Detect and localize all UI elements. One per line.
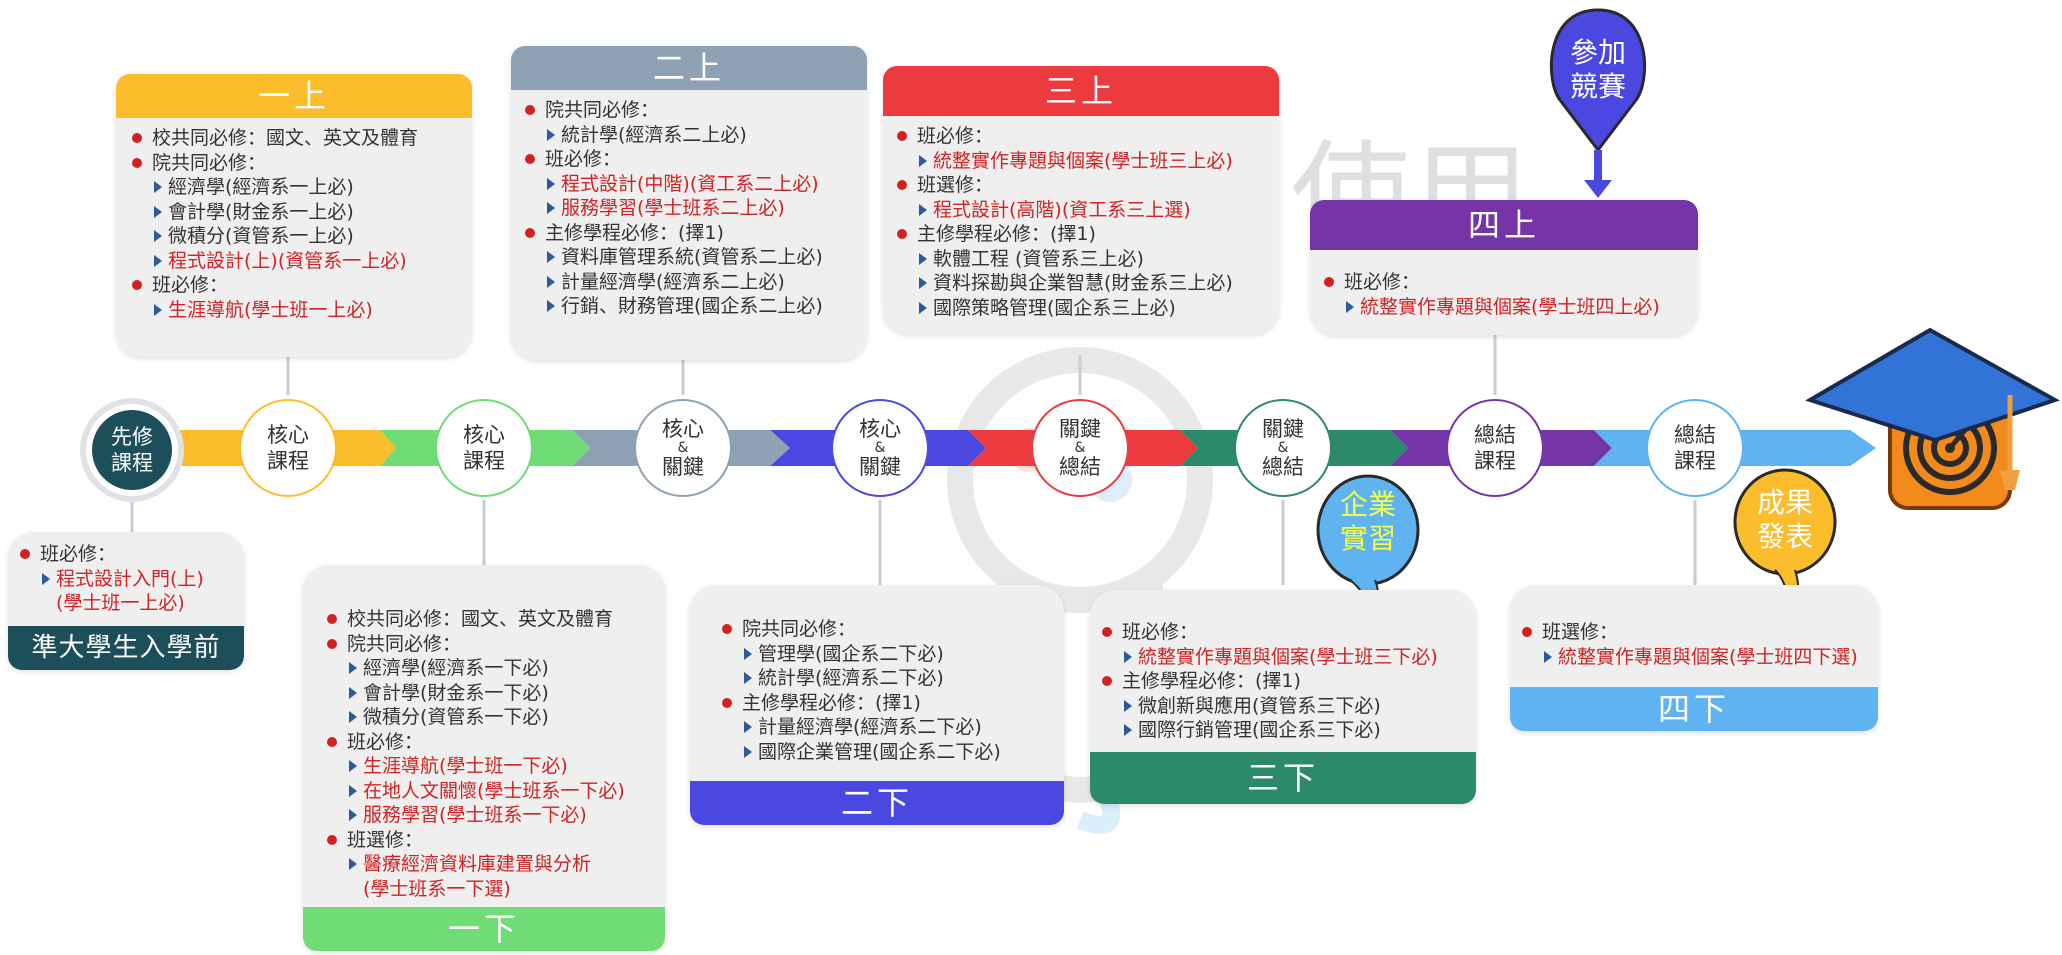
card-year2-second: 院共同必修： 管理學(國企系二下必) 統計學(經濟系二下必) 主修學程必修：(擇… [690,585,1064,825]
presentation-bubble-icon [1733,468,1837,641]
course-line: 班必修： [132,273,418,298]
card-title: 四下 [1510,687,1878,731]
course-line: 院共同必修： [525,98,823,123]
card-year4-second: 班選修： 統整實作專題與個案(學士班四下選) 四下 [1510,585,1878,731]
course-line: 資料庫管理系統(資管系二上必) [525,245,823,270]
course-line: (學士班一上必) [56,592,185,614]
course-line: 院共同必修： [722,617,1001,642]
card-lines: 班選修： 統整實作專題與個案(學士班四下選) [1522,620,1858,669]
course-line: 校共同必修：國文、英文及體育 [327,607,625,632]
node-prerequisite: 先修 課程 [111,425,153,475]
course-line: 管理學(國企系二下必) [722,642,1001,667]
course-line: 計量經濟學(經濟系二下必) [722,715,1001,740]
course-line: 服務學習(學士班系二上必) [525,196,823,221]
course-line: 統整實作專題與個案(學士班三上必) [897,149,1233,174]
card-pre-university: 班必修： 程式設計入門(上) (學士班一上必) 準大學生入學前 [8,532,244,670]
course-line: 計量經濟學(經濟系二上必) [525,270,823,295]
course-line: 會計學(財金系一下必) [327,681,625,706]
course-line: 班必修： [1102,620,1438,645]
card-year3-first: 三上 班必修： 統整實作專題與個案(學士班三上必) 班選修： 程式設計(高階)(… [883,66,1279,334]
card-year2-first: 二上 院共同必修： 統計學(經濟系二上必) 班必修： 程式設計(中階)(資工系二… [511,46,867,360]
presentation-label: 成果 發表 [1756,486,1813,553]
course-line: 班必修： [327,730,625,755]
node-7: 總結課程 [1448,401,1542,495]
course-line: 主修學程必修：(擇1) [722,691,1001,716]
course-line: 生涯導航(學士班一下必) [327,754,625,779]
course-line: 會計學(財金系一上必) [132,200,418,225]
card-title: 二上 [511,46,867,90]
course-line: 國際行銷管理(國企系三下必) [1102,718,1438,743]
course-line: 主修學程必修：(擇1) [1102,669,1438,694]
course-line: 程式設計入門(上) [20,567,204,592]
node-1: 核心課程 [241,401,335,495]
card-year1-second: 校共同必修：國文、英文及體育 院共同必修： 經濟學(經濟系一下必) 會計學(財金… [303,565,665,951]
internship-label: 企業 實習 [1339,488,1396,555]
course-line: 行銷、財務管理(國企系二上必) [525,294,823,319]
course-line: 班選修： [897,173,1233,198]
competition-label: 參加 競賽 [1569,36,1626,103]
course-line: 生涯導航(學士班一上必) [132,298,418,323]
graduation-cap-icon [1805,327,2060,490]
course-line: 班選修： [327,828,625,853]
node-3: 核心&關鍵 [636,401,730,495]
course-line: 班必修： [525,147,823,172]
node-6: 關鍵&總結 [1236,401,1330,495]
competition-pin-icon [1550,8,1646,198]
course-line: 校共同必修：國文、英文及體育 [132,126,418,151]
course-line: 服務學習(學士班系一下必) [327,803,625,828]
course-line: 微積分(資管系一上必) [132,224,418,249]
course-line: 院共同必修： [327,632,625,657]
course-line: 程式設計(上)(資管系一上必) [132,249,418,274]
card-title: 二下 [690,781,1064,825]
card-title: 一下 [303,907,665,951]
course-line: 班選修： [1522,620,1858,645]
card-year4-first: 四上 班必修： 統整實作專題與個案(學士班四上必) [1310,200,1698,335]
course-line: 主修學程必修：(擇1) [525,221,823,246]
card-title: 三上 [883,66,1279,116]
node-5: 關鍵&總結 [1033,401,1127,495]
course-line: 國際策略管理(國企系三上必) [897,296,1233,321]
course-line: 統整實作專題與個案(學士班四下選) [1522,645,1858,670]
card-title: 四上 [1310,200,1698,250]
node-8: 總結課程 [1648,401,1742,495]
card-year3-second: 班必修： 統整實作專題與個案(學士班三下必) 主修學程必修：(擇1) 微創新與應… [1090,590,1476,804]
course-line: 經濟學(經濟系一上必) [132,175,418,200]
course-line: 統計學(經濟系二下必) [722,666,1001,691]
course-line: 經濟學(經濟系一下必) [327,656,625,681]
card-lines: 校共同必修：國文、英文及體育 院共同必修： 經濟學(經濟系一下必) 會計學(財金… [327,607,625,901]
course-line: 程式設計(高階)(資工系三上選) [897,198,1233,223]
node-4: 核心&關鍵 [833,401,927,495]
course-line: 班必修： [20,542,204,567]
course-line: 統整實作專題與個案(學士班三下必) [1102,645,1438,670]
card-lines: 班必修： 統整實作專題與個案(學士班三下必) 主修學程必修：(擇1) 微創新與應… [1102,620,1438,743]
course-line: 國際企業管理(國企系二下必) [722,740,1001,765]
card-year1-first: 一上 校共同必修：國文、英文及體育 院共同必修： 經濟學(經濟系一上必) 會計學… [116,74,472,357]
course-line: 主修學程必修：(擇1) [897,222,1233,247]
course-line: 統整實作專題與個案(學士班四上必) [1324,295,1660,320]
course-line: 統計學(經濟系二上必) [525,123,823,148]
course-line: 班必修： [897,124,1233,149]
course-line: 在地人文關懷(學士班系一下必) [327,779,625,804]
card-lines: 班必修： 統整實作專題與個案(學士班三上必) 班選修： 程式設計(高階)(資工系… [897,124,1233,320]
card-lines: 院共同必修： 統計學(經濟系二上必) 班必修： 程式設計(中階)(資工系二上必)… [525,98,823,319]
course-line: 院共同必修： [132,151,418,176]
node-2: 核心課程 [437,401,531,495]
card-title: 三下 [1090,752,1476,804]
course-line: 醫療經濟資料庫建置與分析 [327,852,625,877]
course-line: 資料探勘與企業智慧(財金系三上必) [897,271,1233,296]
start-label: 準大學生入學前 [8,626,244,670]
card-lines: 班必修： 統整實作專題與個案(學士班四上必) [1324,270,1660,319]
course-line: 軟體工程 (資管系三上必) [897,247,1233,272]
card-lines: 院共同必修： 管理學(國企系二下必) 統計學(經濟系二下必) 主修學程必修：(擇… [722,617,1001,764]
card-lines: 班必修： 程式設計入門(上) (學士班一上必) [20,542,204,616]
course-line: 程式設計(中階)(資工系二上必) [525,172,823,197]
course-line: 微創新與應用(資管系三下必) [1102,694,1438,719]
card-title: 一上 [116,74,472,118]
card-lines: 校共同必修：國文、英文及體育 院共同必修： 經濟學(經濟系一上必) 會計學(財金… [132,126,418,322]
course-line: 班必修： [1324,270,1660,295]
course-line: 微積分(資管系一下必) [327,705,625,730]
course-line: (學士班系一下選) [363,877,511,900]
